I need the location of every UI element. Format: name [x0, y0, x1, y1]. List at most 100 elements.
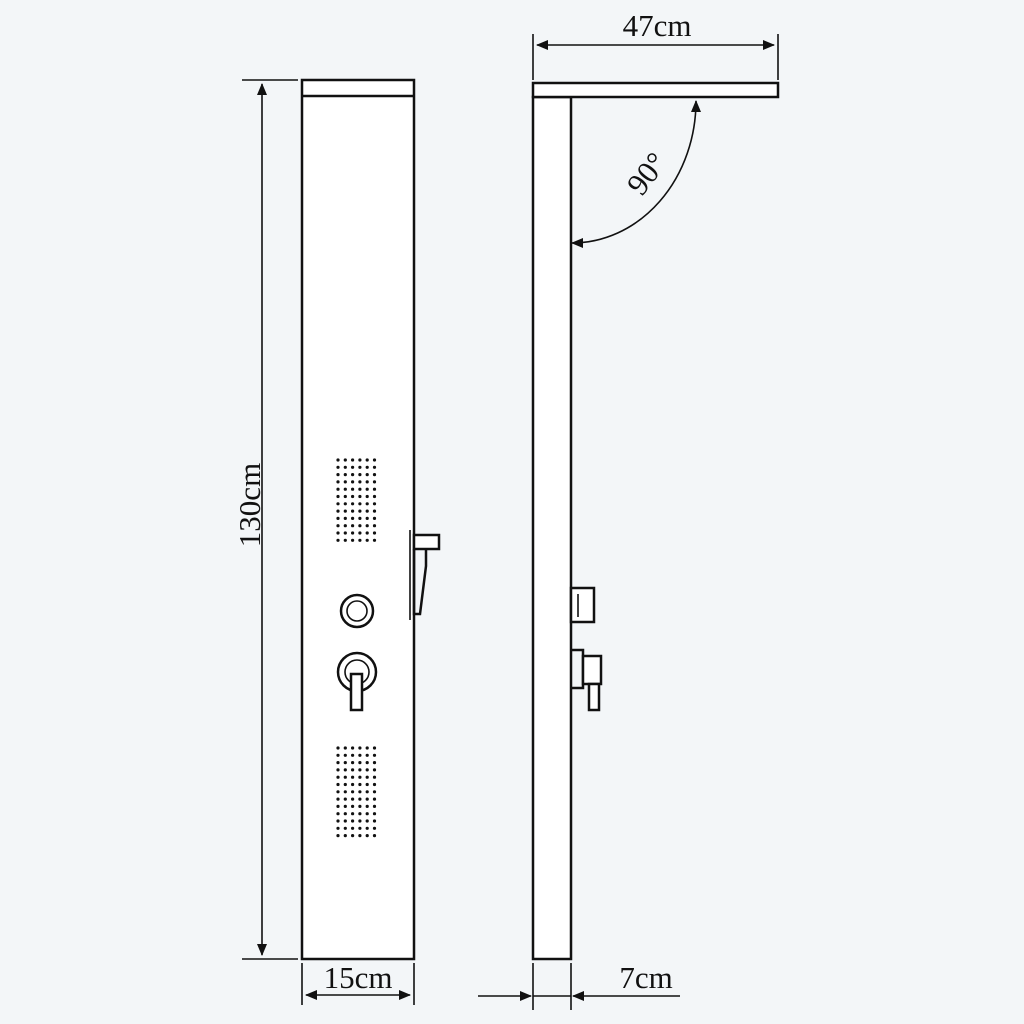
nozzle-dot [351, 502, 355, 506]
nozzle-dot [372, 494, 377, 499]
nozzle-dot [351, 524, 355, 528]
nozzle-dot [351, 819, 355, 823]
nozzle-dot [358, 826, 362, 830]
nozzle-grid-lower [336, 746, 377, 838]
hand-shower-holder [409, 530, 441, 620]
nozzle-dot [351, 465, 355, 469]
nozzle-dot [365, 782, 369, 787]
nozzle-dot [365, 804, 369, 809]
nozzle-dot [343, 804, 347, 809]
nozzle-dot [343, 524, 347, 528]
nozzle-dot [372, 782, 377, 787]
nozzle-dot [343, 790, 347, 794]
nozzle-dot [372, 473, 377, 477]
top-length-label: 47cm [623, 8, 692, 43]
nozzle-dot [336, 465, 340, 469]
nozzle-dot [336, 509, 340, 513]
nozzle-dot [365, 480, 369, 484]
nozzle-dot [336, 516, 340, 521]
nozzle-dot [343, 812, 347, 816]
nozzle-dot [365, 746, 369, 750]
angle-arc [571, 100, 701, 248]
nozzle-dot [372, 502, 377, 506]
nozzle-dot [351, 473, 355, 477]
nozzle-dot [358, 804, 362, 809]
side-panel-body [531, 95, 573, 961]
nozzle-dot [365, 531, 369, 535]
nozzle-dot [358, 812, 362, 816]
nozzle-dot [343, 465, 347, 469]
nozzle-dot [343, 753, 347, 757]
nozzle-dot [372, 487, 377, 491]
top-length-dimension: 47cm [532, 8, 779, 80]
nozzle-dot [351, 516, 355, 521]
nozzle-dot [343, 819, 347, 823]
nozzle-dot [351, 834, 355, 838]
nozzle-dot [365, 516, 369, 521]
nozzle-dot [343, 531, 347, 535]
nozzle-dot [365, 502, 369, 506]
side-view: 90° [531, 81, 780, 961]
front-panel-body [300, 78, 416, 961]
nozzle-dot [372, 516, 377, 521]
nozzle-dot [351, 782, 355, 787]
nozzle-dot [358, 834, 362, 838]
nozzle-dot [336, 782, 340, 787]
nozzle-dot [358, 531, 362, 535]
nozzle-dot [372, 458, 377, 462]
nozzle-dot [358, 797, 362, 801]
nozzle-dot [351, 494, 355, 499]
nozzle-dot [358, 502, 362, 506]
nozzle-dot [365, 473, 369, 477]
nozzle-dot [343, 494, 347, 499]
front-width-dimension: 15cm [301, 960, 415, 1005]
nozzle-dot [336, 494, 340, 499]
nozzle-dot [372, 790, 377, 794]
nozzle-dot [336, 804, 340, 809]
nozzle-dot [372, 797, 377, 801]
nozzle-dot [372, 753, 377, 757]
nozzle-dot [336, 473, 340, 477]
nozzle-dot [358, 746, 362, 750]
nozzle-dot [365, 753, 369, 757]
nozzle-dot [343, 761, 347, 765]
nozzle-dot [365, 465, 369, 469]
nozzle-dot [365, 538, 369, 542]
nozzle-dot [351, 797, 355, 801]
nozzle-dot [365, 797, 369, 801]
nozzle-dot [351, 487, 355, 491]
nozzle-dot [336, 531, 340, 535]
nozzle-dot [351, 480, 355, 484]
nozzle-dot [351, 761, 355, 765]
nozzle-dot [358, 775, 362, 779]
nozzle-dot [336, 761, 340, 765]
front-view [300, 78, 441, 961]
nozzle-dot [372, 509, 377, 513]
nozzle-dot [372, 538, 377, 542]
nozzle-dot [358, 753, 362, 757]
nozzle-dot [351, 790, 355, 794]
nozzle-dot [343, 502, 347, 506]
mixer-lever [336, 651, 378, 712]
nozzle-dot [358, 494, 362, 499]
nozzle-dot [365, 487, 369, 491]
side-holder-bracket [569, 586, 596, 624]
nozzle-dot [358, 509, 362, 513]
depth-label: 7cm [619, 960, 672, 995]
nozzle-dot [336, 790, 340, 794]
nozzle-dot [351, 746, 355, 750]
nozzle-dot [372, 531, 377, 535]
nozzle-dot [365, 812, 369, 816]
nozzle-dot [343, 487, 347, 491]
nozzle-dot [351, 538, 355, 542]
height-dimension: 130cm [232, 79, 298, 960]
nozzle-dot [365, 790, 369, 794]
nozzle-dot [343, 480, 347, 484]
nozzle-dot [358, 761, 362, 765]
nozzle-dot [343, 782, 347, 787]
nozzle-dot [372, 834, 377, 838]
nozzle-dot [358, 538, 362, 542]
nozzle-dot [343, 509, 347, 513]
nozzle-dot [343, 826, 347, 830]
